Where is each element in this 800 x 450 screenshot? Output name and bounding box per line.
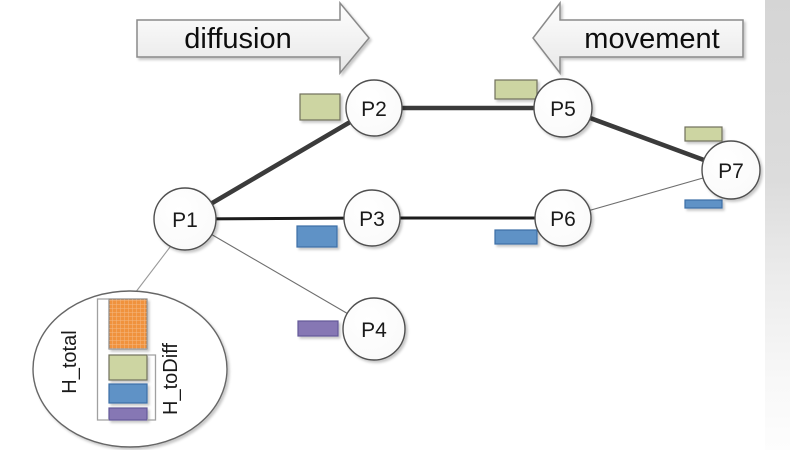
node-P2-label: P2: [361, 98, 387, 121]
node-P7-label: P7: [718, 160, 744, 183]
heat-bar-layer: [296, 79, 723, 337]
edge-P1-P4: [184, 218, 375, 330]
node-P6-circle: [534, 189, 592, 247]
heat-bar-P5-green: [494, 79, 538, 100]
node-P5: P5: [533, 78, 593, 138]
h-todiff-bracket: [147, 354, 157, 421]
diffusion-label: diffusion: [184, 23, 292, 55]
node-P4-circle: [342, 297, 406, 361]
node-P4-label: P4: [361, 319, 387, 342]
node-P2-circle: [345, 79, 403, 137]
legend-bubble: H_total H_toDiff: [32, 290, 228, 448]
edge-layer: [131, 105, 734, 330]
movement-arrow: movement: [532, 0, 744, 76]
heat-bar-P4-purple: [297, 320, 339, 337]
right-arrow-shape: [136, 0, 370, 76]
heat-bar-P3-blue: [296, 225, 338, 248]
node-P2: P2: [345, 79, 403, 137]
h-total-bracket: [96, 298, 109, 421]
movement-label: movement: [584, 23, 719, 55]
node-P1: P1: [153, 187, 217, 251]
diffusion-arrow: diffusion: [136, 0, 370, 76]
node-layer: P1 P2 P3 P4 P5 P6: [153, 78, 761, 361]
node-P4: P4: [342, 297, 406, 361]
h-total-label: H_total: [59, 330, 81, 393]
edge-P1-P2: [182, 105, 377, 222]
legend-bar-orange-grid: [109, 299, 147, 349]
node-P5-label: P5: [550, 98, 576, 121]
left-arrow-shape: [532, 0, 744, 76]
page-edge-shade: [765, 0, 790, 450]
node-P3-label: P3: [359, 208, 385, 231]
node-P7: P7: [701, 140, 761, 200]
node-P6: P6: [534, 189, 592, 247]
legend-bar-purple: [108, 407, 148, 421]
node-P1-label: P1: [172, 209, 198, 232]
node-P5-circle: [533, 78, 593, 138]
node-P7-circle: [701, 140, 761, 200]
h-todiff-label: H_toDiff: [160, 343, 182, 415]
legend-bar-green: [108, 354, 148, 381]
heat-bar-P7-green: [684, 126, 723, 142]
legend-bar-blue: [108, 383, 148, 404]
node-P1-circle: [153, 187, 217, 251]
legend-bars: [108, 298, 148, 421]
node-P3: P3: [343, 189, 401, 247]
heat-bar-P2-green: [299, 93, 341, 121]
heat-bar-P7-blue: [684, 199, 723, 209]
node-P6-label: P6: [550, 208, 576, 231]
heat-bar-P6-blue: [494, 229, 538, 245]
node-P3-circle: [343, 189, 401, 247]
edge-P5-P7: [560, 105, 734, 173]
